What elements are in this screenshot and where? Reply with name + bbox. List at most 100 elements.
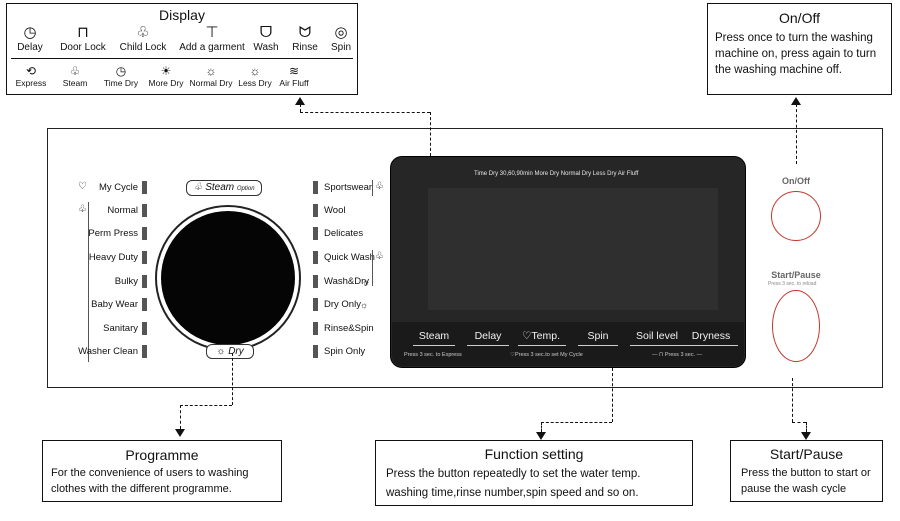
express-icon: ⟲: [25, 64, 37, 78]
leader-line: [792, 378, 793, 422]
sun-small-icon: ☼: [216, 346, 226, 357]
leader-line: [180, 405, 232, 406]
program-sportswear[interactable]: Sportswear: [324, 182, 373, 193]
program-indicator: [142, 345, 147, 358]
soil-level-button[interactable]: Soil level: [635, 330, 679, 342]
program-indicator: [142, 275, 147, 288]
program-indicator: [313, 227, 318, 240]
programme-callout-title: Programme: [125, 447, 199, 463]
steam-icon: ♧: [69, 64, 81, 78]
startpause-callout-title: Start/Pause: [769, 446, 844, 462]
arrow-down-icon: [801, 432, 811, 440]
legend-door-lock: ⊓ Door Lock: [57, 24, 109, 54]
program-spin-only[interactable]: Spin Only: [324, 346, 366, 357]
programme-bracket: [88, 202, 89, 362]
program-wash-and-dry[interactable]: Wash&Dry: [324, 276, 370, 287]
program-indicator: [313, 181, 318, 194]
program-indicator: [313, 298, 318, 311]
express-note: Press 3 sec. to Express: [404, 352, 462, 358]
program-indicator: [142, 322, 147, 335]
leader-line: [430, 112, 431, 156]
sun-small-icon: ☼: [360, 300, 369, 310]
lock-note: — ⊓ Press 3 sec. —: [652, 352, 703, 358]
program-baby-wear[interactable]: Baby Wear: [91, 299, 138, 310]
program-normal[interactable]: Normal: [107, 205, 138, 216]
program-sanitary[interactable]: Sanitary: [103, 323, 138, 334]
display-legend-box: Display ◷ Delay ⊓ Door Lock ♧ Child Lock…: [6, 3, 358, 95]
time-dry-icon: ◷: [115, 64, 127, 78]
legend-rinse: ᗢ Rinse: [287, 24, 323, 54]
program-delicates[interactable]: Delicates: [324, 228, 364, 239]
programme-callout-box: Programme For the convenience of users t…: [42, 440, 282, 502]
program-washer-clean[interactable]: Washer Clean: [78, 346, 138, 357]
leader-line: [180, 405, 181, 429]
arrow-down-icon: [175, 429, 185, 437]
leader-line: [796, 104, 797, 164]
leader-line: [300, 104, 301, 112]
button-underline: [413, 345, 455, 346]
function-callout-title: Function setting: [484, 446, 584, 462]
heart-icon: ♡: [521, 330, 532, 342]
program-indicator: [142, 298, 147, 311]
delay-button[interactable]: Delay: [474, 330, 502, 342]
display-title: Display: [159, 7, 205, 23]
steam-small-icon: ♧: [375, 251, 384, 262]
program-indicator: [313, 251, 318, 264]
program-quick-wash[interactable]: Quick Wash: [324, 252, 375, 263]
legend-time-dry: ◷ Time Dry: [99, 64, 143, 88]
legend-add-garment: ⊤ Add a garment: [177, 24, 247, 54]
screen-dry-legend: Time Dry 30,60,90min More Dry Normal Dry…: [474, 171, 639, 177]
function-button-strip: [392, 322, 744, 366]
leader-line: [300, 112, 430, 113]
program-perm-press[interactable]: Perm Press: [88, 228, 138, 239]
program-indicator: [313, 322, 318, 335]
leader-line: [541, 422, 542, 432]
onoff-button[interactable]: [771, 191, 821, 241]
function-callout-box: Function setting Press the button repeat…: [375, 440, 693, 506]
startpause-label: Start/Pause: [771, 270, 821, 280]
program-indicator: [142, 251, 147, 264]
program-indicator: [313, 204, 318, 217]
add-garment-icon: ⊤: [205, 24, 219, 41]
program-heavy-duty[interactable]: Heavy Duty: [88, 252, 138, 263]
temp-button[interactable]: ♡Temp.: [521, 330, 560, 342]
legend-steam: ♧ Steam: [55, 64, 95, 88]
spin-icon: ◎: [334, 24, 348, 41]
legend-delay: ◷ Delay: [11, 24, 49, 54]
less-dry-icon: ☼: [249, 64, 261, 78]
onoff-callout-box: On/Off Press once to turn the washing ma…: [707, 3, 892, 95]
button-underline: [518, 345, 566, 346]
steam-option-tag: ♧ Steam Option: [186, 180, 262, 196]
legend-more-dry: ☀ More Dry: [145, 64, 187, 88]
program-dry-only[interactable]: Dry Only: [324, 299, 361, 310]
child-lock-icon: ♧: [136, 24, 150, 41]
rinse-tub-icon: ᗢ: [298, 24, 312, 41]
leader-line: [232, 353, 233, 405]
heart-icon: ♡: [78, 181, 87, 192]
program-rinse-and-spin[interactable]: Rinse&Spin: [324, 323, 374, 334]
spin-button[interactable]: Spin: [587, 330, 609, 342]
program-wool[interactable]: Wool: [324, 205, 346, 216]
startpause-button[interactable]: [772, 290, 820, 362]
legend-normal-dry: ☼ Normal Dry: [187, 64, 235, 88]
program-my-cycle[interactable]: My Cycle: [98, 182, 138, 193]
steam-small-icon: ♧: [193, 182, 203, 193]
onoff-label: On/Off: [782, 176, 810, 186]
programme-dial[interactable]: [161, 211, 295, 345]
legend-wash: ᗜ Wash: [249, 24, 283, 54]
display-screen-area: [428, 188, 718, 310]
program-indicator: [313, 345, 318, 358]
programme-callout-text: For the convenience of users to washing …: [51, 467, 249, 495]
program-bulky[interactable]: Bulky: [114, 276, 138, 287]
lock-icon: ⊓: [659, 352, 664, 358]
legend-spin: ◎ Spin: [327, 24, 355, 54]
steam-button[interactable]: Steam: [418, 330, 450, 342]
leader-line: [541, 422, 612, 423]
padlock-icon: ⊓: [77, 24, 89, 41]
dry-tag: ☼ Dry: [206, 344, 254, 359]
legend-less-dry: ☼ Less Dry: [235, 64, 275, 88]
leader-line: [806, 422, 807, 432]
startpause-callout-box: Start/Pause Press the button to start or…: [730, 440, 883, 502]
function-callout-text: Press the button repeatedly to set the w…: [386, 468, 641, 499]
dryness-button[interactable]: Dryness: [691, 330, 731, 342]
